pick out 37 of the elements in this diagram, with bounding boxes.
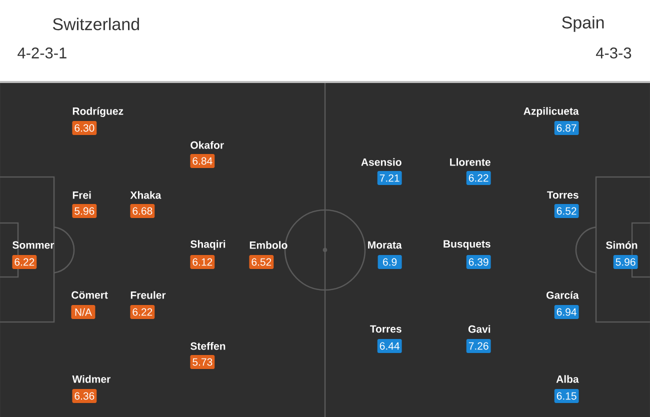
rating-badge: 6.84	[190, 154, 215, 168]
rating-badge: N/A	[71, 305, 96, 319]
player-name: Gavi	[468, 325, 490, 333]
player-name: Torres	[370, 325, 402, 333]
player-name: Torres	[547, 191, 578, 199]
player-name: Shaqiri	[190, 240, 226, 250]
player-name: Frei	[72, 191, 91, 199]
rating-badge: 6.36	[72, 389, 97, 403]
player-name: Okafor	[190, 141, 224, 149]
player-name: Widmer	[72, 375, 110, 383]
player-name: Steffen	[190, 342, 226, 350]
rating-badge: 5.73	[190, 355, 215, 369]
player-name: Xhaka	[130, 191, 162, 199]
rating-badge: 6.22	[12, 255, 37, 269]
rating-badge: 6.68	[130, 204, 155, 218]
formation: 4-2-3-1	[18, 48, 66, 58]
rating-badge: 6.52	[249, 255, 274, 269]
rating-badge: 6.22	[130, 305, 155, 319]
player-name: Morata	[368, 241, 402, 249]
player-name: Rodríguez	[72, 107, 124, 117]
player-name: Embolo	[250, 241, 288, 249]
team-name: Spain	[562, 16, 604, 32]
player-name: Simón	[606, 241, 638, 249]
player-name: Alba	[556, 375, 579, 383]
player-name: Asensio	[361, 158, 402, 166]
formation: 4-3-3	[596, 48, 632, 58]
player-name: Sommer	[12, 241, 54, 249]
rating-badge: 6.12	[190, 255, 215, 269]
player-name: Azpilicueta	[524, 107, 579, 117]
player-name: Busquets	[444, 240, 490, 250]
team-name: Switzerland	[52, 18, 139, 30]
player-name: Cömert	[72, 291, 108, 299]
player-name: Freuler	[130, 291, 166, 299]
rating-badge: 5.96	[72, 204, 97, 218]
rating-badge: 6.30	[72, 121, 97, 135]
player-name: Llorente	[450, 158, 490, 166]
player-name: García	[546, 291, 579, 299]
